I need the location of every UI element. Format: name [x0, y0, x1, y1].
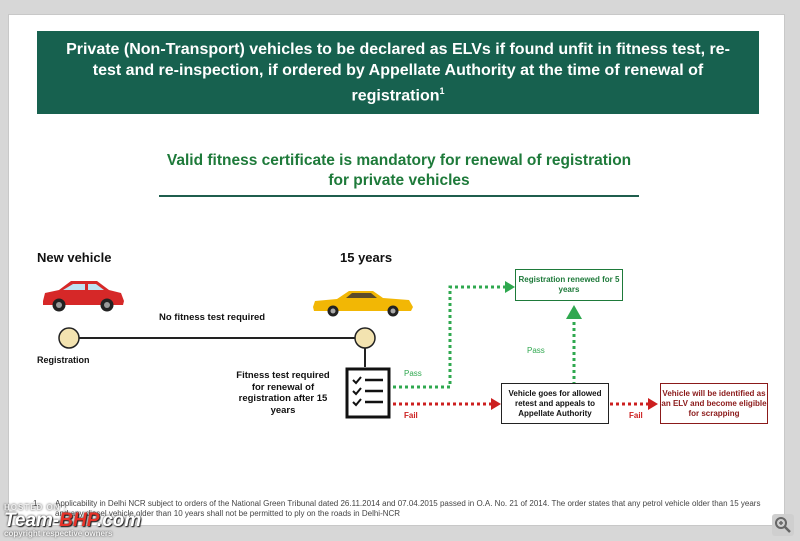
- yellow-car-icon: [313, 291, 413, 317]
- banner-title-text: Private (Non-Transport) vehicles to be d…: [66, 40, 730, 105]
- subheading: Valid fitness certificate is mandatory f…: [166, 152, 632, 189]
- scrap-text: Vehicle will be identified as an ELV and…: [661, 388, 767, 418]
- subheading-divider: [159, 195, 639, 197]
- fifteen-years-label: 15 years: [340, 250, 393, 265]
- pass-arrow-mid-head: [566, 305, 582, 319]
- registration-renewed-box: Registration renewed for 5 years: [515, 269, 623, 301]
- fail-label-2: Fail: [629, 411, 643, 420]
- title-banner: Private (Non-Transport) vehicles to be d…: [37, 31, 759, 114]
- watermark-brand-b: BHP: [59, 510, 97, 531]
- no-test-label: No fitness test required: [159, 312, 266, 323]
- footnote-number: 1.: [33, 499, 40, 508]
- fail-arrow-2-head: [648, 398, 658, 410]
- pass-arrow-top-head: [505, 281, 515, 293]
- red-car-icon: [43, 281, 124, 312]
- registration-node: [58, 327, 80, 349]
- fail-label-1: Fail: [404, 411, 418, 420]
- zoom-icon: [775, 517, 791, 533]
- registration-label: Registration: [37, 355, 90, 365]
- flow-lines: [58, 281, 658, 410]
- fifteen-years-node: [354, 327, 376, 349]
- slide: Private (Non-Transport) vehicles to be d…: [8, 14, 785, 526]
- registration-renewed-text: Registration renewed for 5 years: [518, 275, 620, 294]
- footnote-ref: 1: [439, 85, 445, 96]
- watermark-brand-a: Team-: [4, 510, 60, 531]
- retest-box: Vehicle goes for allowed retest and appe…: [501, 383, 609, 424]
- retest-text: Vehicle goes for allowed retest and appe…: [508, 388, 602, 418]
- watermark-copyright: copyright respective owners: [4, 529, 113, 538]
- fail-arrow-1-head: [491, 398, 501, 410]
- banner-title: Private (Non-Transport) vehicles to be d…: [57, 39, 739, 106]
- zoom-button[interactable]: [772, 514, 794, 536]
- new-vehicle-label: New vehicle: [37, 250, 112, 265]
- pass-label-mid: Pass: [527, 346, 545, 355]
- checklist-icon: [345, 367, 391, 419]
- pass-label-top: Pass: [404, 369, 422, 378]
- watermark-hosted: HOSTED ON :: [4, 503, 68, 512]
- scrap-box: Vehicle will be identified as an ELV and…: [660, 383, 768, 424]
- footnote: Applicability in Delhi NCR subject to or…: [55, 499, 761, 518]
- watermark-brand-c: .com: [96, 510, 142, 531]
- teambhp-watermark: HOSTED ON : Team-BHP.com copyright respe…: [4, 503, 141, 538]
- fitness-required-label: Fitness test required for renewal of reg…: [236, 370, 330, 416]
- watermark-brand: Team-BHP.com: [4, 510, 141, 532]
